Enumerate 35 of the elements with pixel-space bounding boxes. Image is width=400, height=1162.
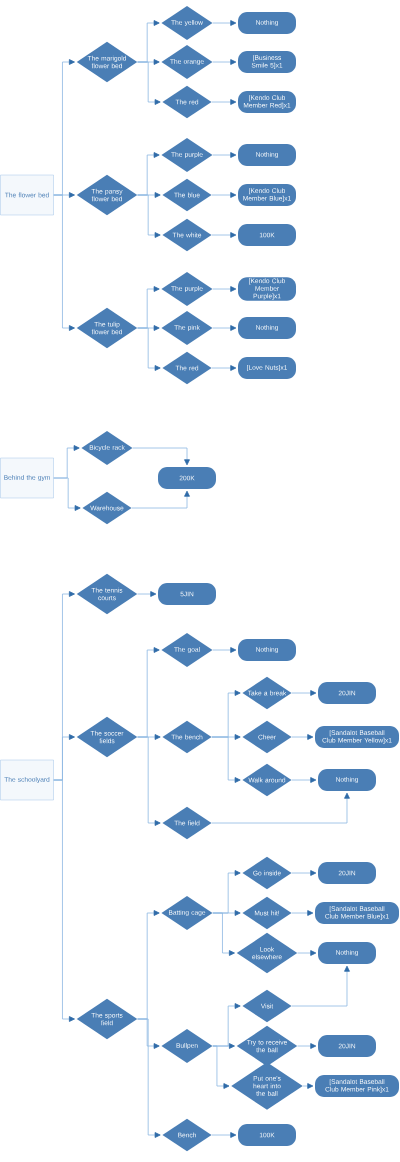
arrow xyxy=(137,194,161,238)
arrow xyxy=(211,232,237,238)
arrow xyxy=(211,99,237,105)
arrow xyxy=(137,1018,161,1138)
arrow xyxy=(291,870,317,876)
arrow xyxy=(212,59,237,65)
arrow xyxy=(212,286,237,292)
arrow xyxy=(137,327,161,371)
arrow xyxy=(212,1045,230,1089)
arrow xyxy=(132,447,190,466)
arrow xyxy=(212,647,237,653)
arrow xyxy=(137,591,157,597)
arrow xyxy=(137,61,161,105)
arrow xyxy=(291,734,314,740)
arrow xyxy=(212,152,237,158)
arrow xyxy=(302,1083,314,1089)
arrow xyxy=(212,20,237,26)
arrow xyxy=(211,1132,237,1138)
arrow xyxy=(211,736,241,783)
arrow xyxy=(291,965,350,1007)
arrow xyxy=(212,912,235,956)
arrow xyxy=(211,192,237,198)
arrow xyxy=(291,777,317,783)
arrow xyxy=(211,365,237,371)
arrow xyxy=(291,910,314,916)
arrow xyxy=(211,792,350,824)
arrow xyxy=(53,477,81,511)
arrow xyxy=(137,736,161,826)
arrow xyxy=(291,690,317,696)
arrow xyxy=(53,194,75,331)
arrow xyxy=(53,779,75,1022)
arrow xyxy=(297,1043,317,1049)
arrow xyxy=(297,950,317,956)
arrow xyxy=(131,490,190,509)
arrow xyxy=(212,325,237,331)
